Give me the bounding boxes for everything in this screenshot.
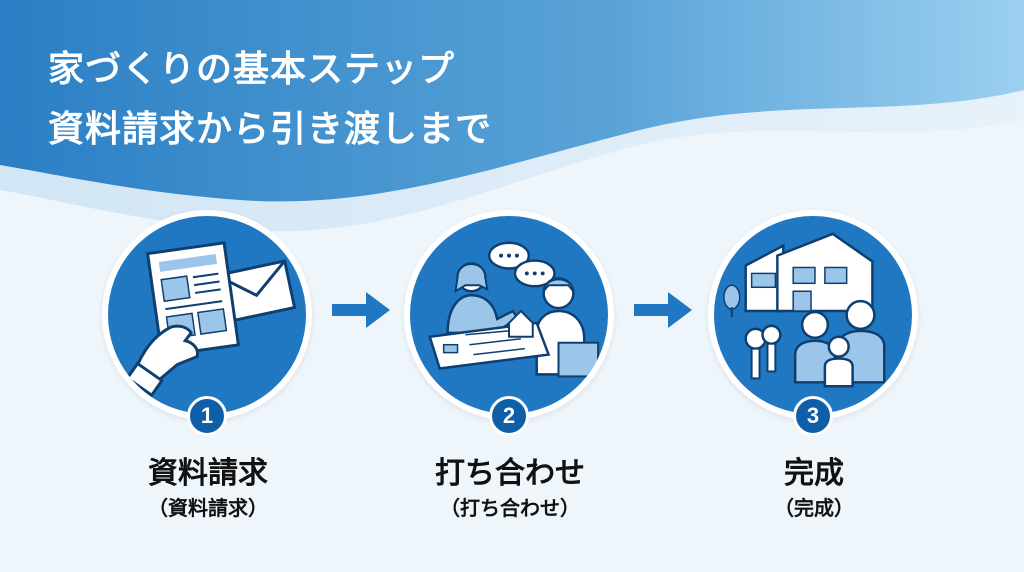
step-1-label: 資料請求	[148, 456, 268, 491]
page-title: 家づくりの基本ステップ 資料請求から引き渡しまで	[48, 40, 492, 160]
step-2-number-badge: 2	[489, 396, 529, 436]
brochure-envelope-icon	[125, 241, 297, 398]
step-1-number-badge: 1	[187, 396, 227, 436]
step-3-label: 完成	[784, 456, 844, 491]
arrow-right-icon	[634, 292, 692, 328]
step-2-label: 打ち合わせ	[435, 456, 585, 491]
step-2: 2 打ち合わせ （打ち合わせ）	[380, 210, 640, 520]
title-line-2: 資料請求から引き渡しまで	[48, 109, 493, 150]
house-family-keys-icon	[723, 232, 886, 388]
step-1: 1 資料請求 （資料請求）	[78, 210, 338, 520]
step-3-sublabel: （完成）	[774, 496, 854, 520]
step-3-circle	[708, 210, 918, 420]
step-2-sublabel: （打ち合わせ）	[440, 496, 580, 520]
arrow-right-icon	[332, 292, 390, 328]
title-line-1: 家づくりの基本ステップ	[48, 49, 456, 90]
step-1-circle	[102, 210, 312, 420]
consultation-meeting-icon	[428, 241, 600, 378]
step-2-circle	[404, 210, 614, 420]
step-3-number-badge: 3	[793, 396, 833, 436]
step-3: 3 完成 （完成）	[684, 210, 944, 520]
step-1-sublabel: （資料請求）	[148, 496, 268, 520]
